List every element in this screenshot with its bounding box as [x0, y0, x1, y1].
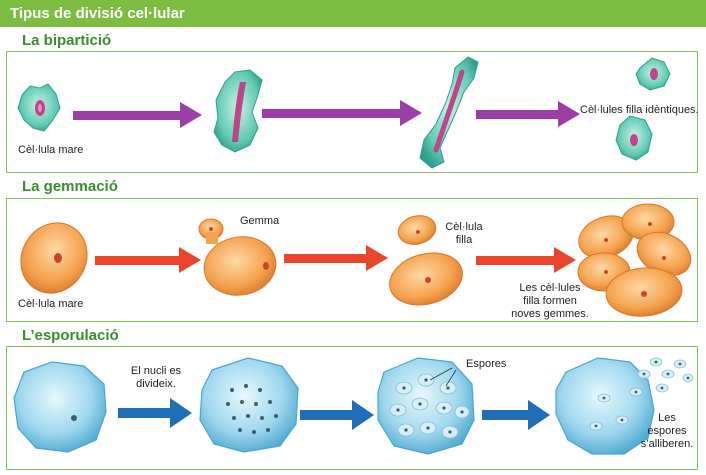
bipartition-mother-cell	[17, 83, 61, 132]
budding-result-line-3: noves gemmes.	[511, 308, 589, 320]
sporulation-release-cell	[555, 357, 694, 455]
bipartition-dividing-cell	[419, 56, 479, 169]
bipartition-elongating-cell	[213, 69, 263, 153]
budding-result-label: Les cèl·lules filla formen noves gemmes.	[500, 282, 600, 321]
page-title: Tipus de divisió cel·lular	[10, 5, 185, 22]
red-arrow-2	[284, 245, 388, 271]
sporulation-title: L’esporulació	[22, 327, 119, 344]
blue-arrow-3	[482, 400, 550, 430]
bipartition-mother-label: Cèl·lula mare	[18, 144, 84, 156]
budding-mother-cell	[20, 222, 88, 294]
header-bar: Tipus de divisió cel·lular	[0, 0, 706, 27]
budding-mother-label: Cèl·lula mare	[18, 298, 84, 310]
spores-release-line-1: Les	[658, 412, 676, 424]
budding-panel	[6, 198, 698, 322]
daughter-cell-label-line-1: Cèl·lula	[445, 221, 483, 233]
purple-arrow-2	[262, 100, 422, 126]
budding-cell-with-bud	[198, 218, 277, 296]
purple-arrow-3	[476, 101, 580, 127]
spores-release-line-2: espores	[647, 425, 687, 437]
daughter-cell-top	[635, 57, 671, 91]
daughter-cell-bottom	[615, 115, 653, 161]
budding-result-line-1: Les cèl·lules	[519, 282, 581, 294]
blue-arrow-2	[300, 400, 374, 430]
bipartition-result-label: Cèl·lules filla idèntiques.	[580, 104, 699, 116]
spores-release-line-3: s’alliberen.	[640, 438, 694, 450]
purple-arrow-1	[73, 102, 202, 128]
sporulation-mother-cell	[13, 361, 107, 453]
sporulation-panel	[6, 346, 698, 470]
daughter-cell-label-line-2: filla	[455, 234, 473, 246]
budding-result-line-2: filla formen	[523, 295, 577, 307]
nucleus-divides-label: El nucli es divideix.	[118, 365, 194, 391]
red-arrow-1	[95, 247, 201, 273]
bud-label: Gemma	[240, 215, 280, 227]
sporulation-dividing-cell	[199, 357, 299, 453]
budding-colony	[577, 203, 692, 317]
spores-release-label: Les espores s’alliberen.	[632, 412, 702, 451]
budding-title: La gemmació	[22, 178, 118, 195]
budding-separated-cells	[389, 215, 463, 306]
nucleus-divides-line-2: divideix.	[136, 378, 176, 390]
nucleus-divides-line-1: El nucli es	[130, 365, 182, 377]
bipartition-title: La bipartició	[22, 32, 112, 49]
sporulation-spore-cell	[377, 357, 475, 455]
spores-label: Espores	[466, 358, 507, 370]
bipartition-panel	[6, 51, 698, 173]
daughter-cell-label: Cèl·lula filla	[442, 221, 486, 247]
red-arrow-3	[476, 247, 576, 273]
blue-arrow-1	[118, 398, 192, 428]
